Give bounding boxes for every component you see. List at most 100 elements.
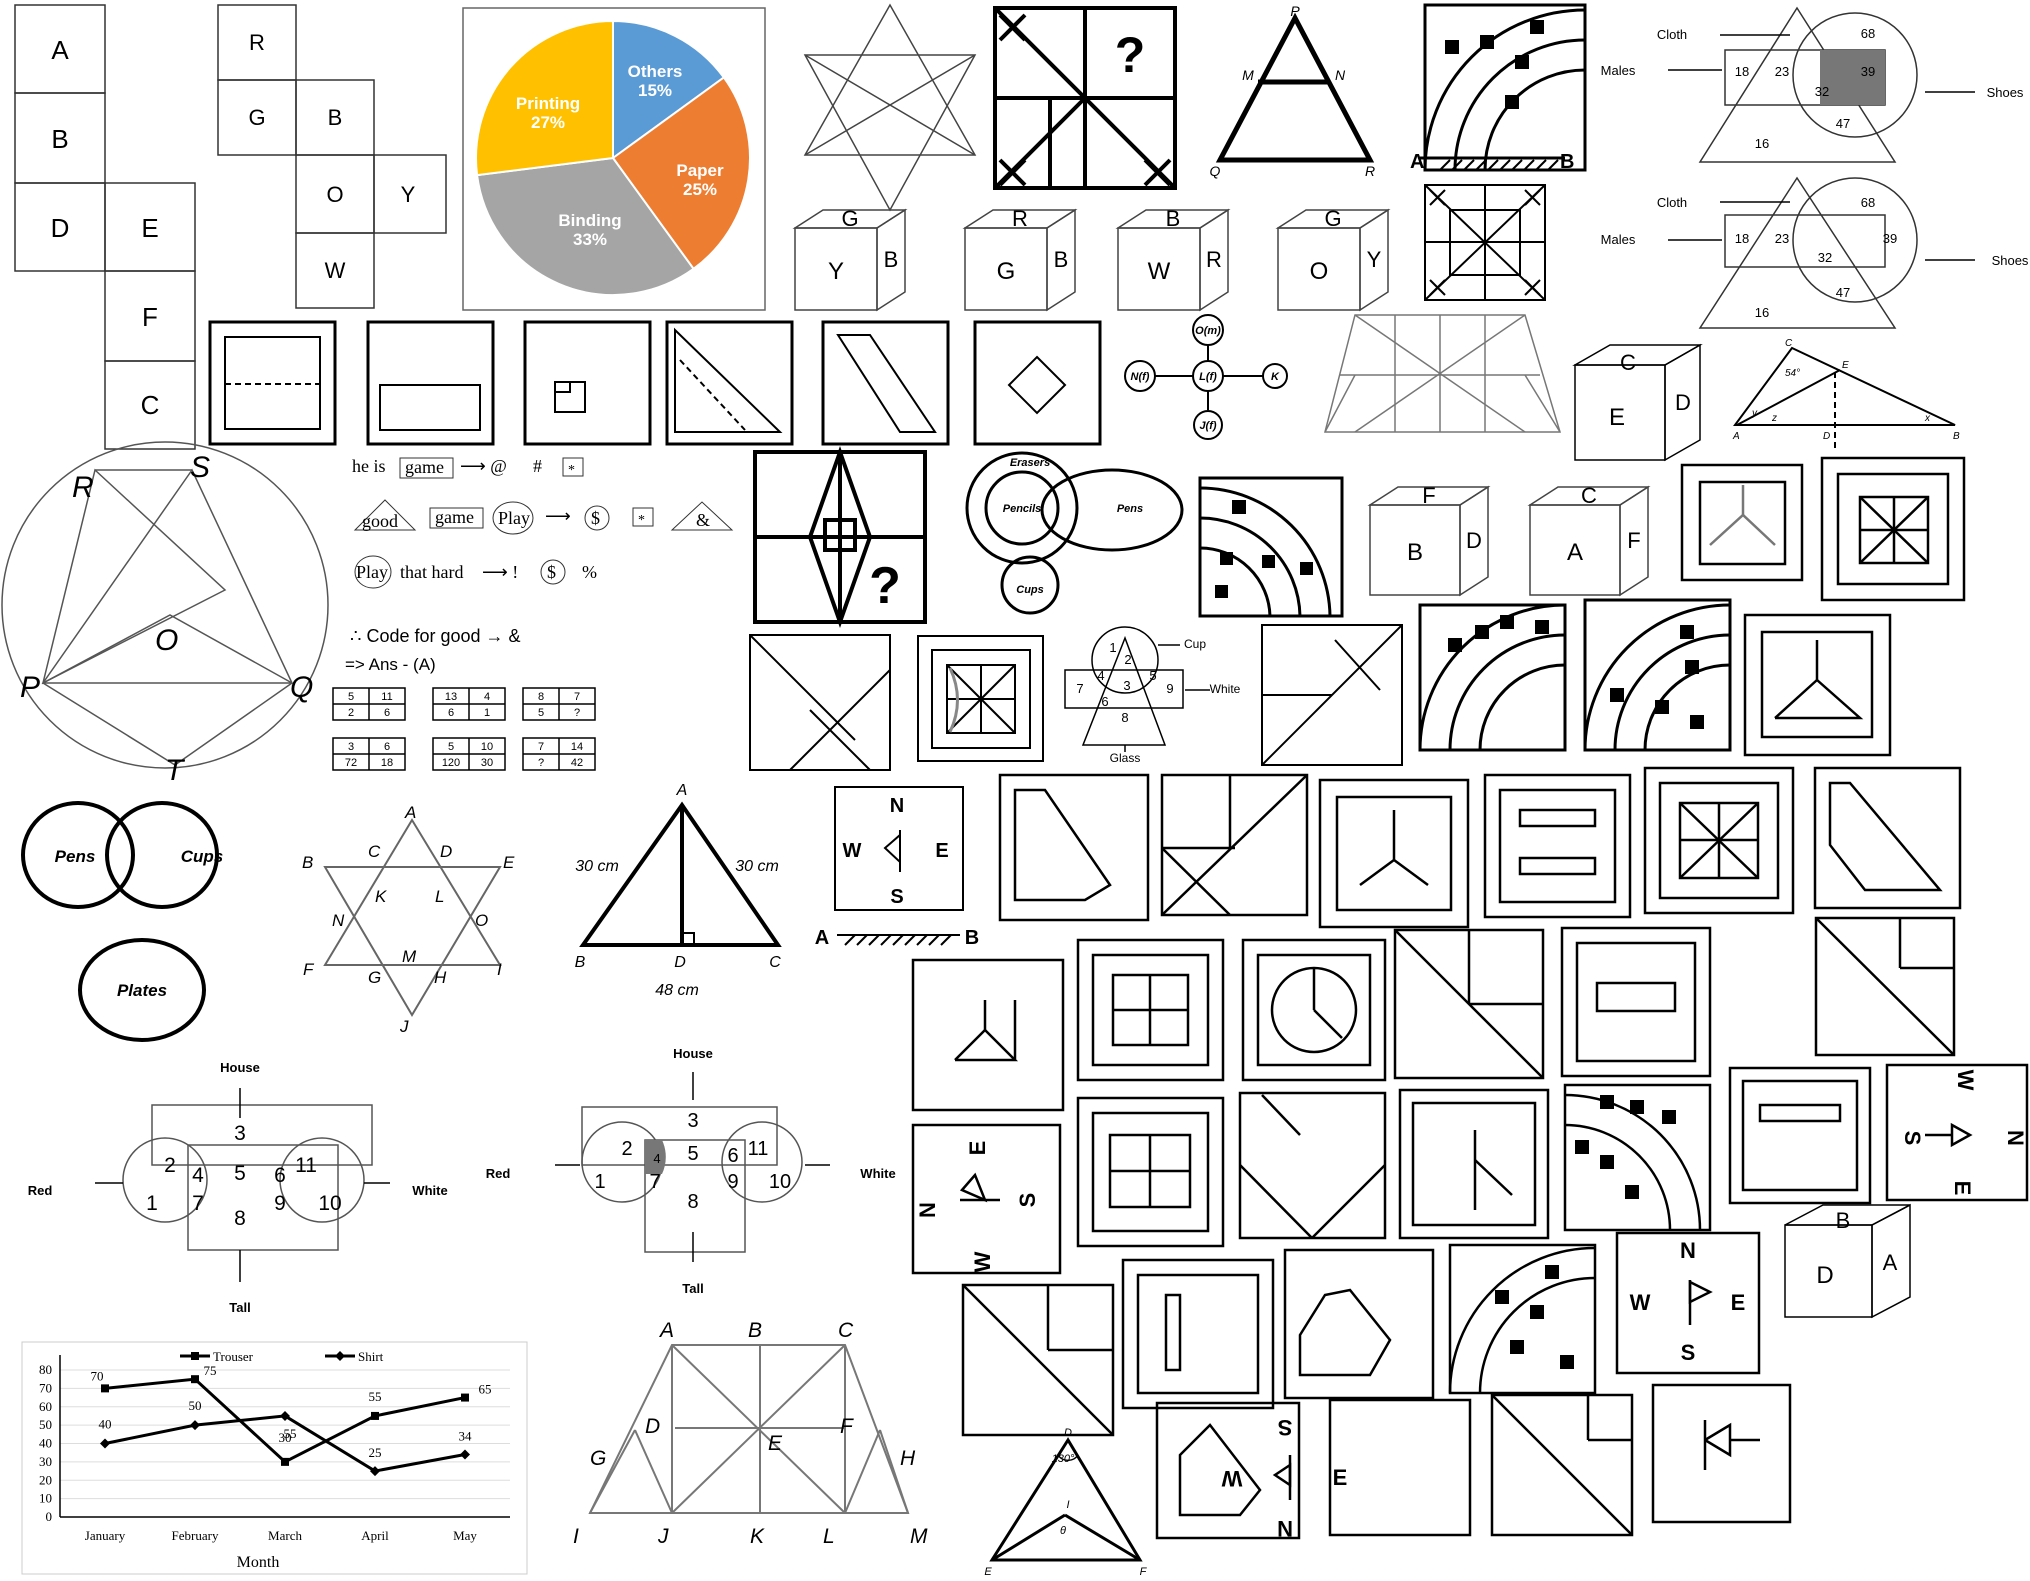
y-tick: 80 [39,1362,52,1377]
label-p: P [1290,3,1300,19]
cup-n4: 4 [1097,668,1104,683]
venn-pens: Pens [55,847,96,866]
trap-a: A [658,1319,674,1342]
house2-house: House [673,1046,713,1061]
geo-t: T [165,754,186,787]
cube-bda-top: B [1836,1208,1851,1233]
venn-plates: Plates [117,981,167,1000]
house1-n5: 5 [234,1162,246,1185]
cube-option-row2-1-top: F [1422,483,1435,508]
venn1-18: 18 [1735,64,1749,79]
cube-option-2-top: R [1012,206,1028,231]
net-b-face-2: G [248,105,265,130]
trap-h: H [900,1447,916,1470]
grid-5-cell-2: 10 [481,741,493,753]
house2-tall: Tall [682,1281,703,1296]
house2-n2: 2 [621,1138,632,1160]
cube-bda [1784,1203,1911,1319]
grid-2-cell-3: 6 [448,707,454,719]
x-tick: January [85,1528,126,1543]
venn2-68: 68 [1861,195,1875,210]
cup-n9: 9 [1166,681,1173,696]
geo-r: R [72,471,94,504]
grid-2-cell-2: 4 [484,691,490,703]
tri-angle: 54° [1785,368,1800,379]
mirror-label-a: A [1410,151,1424,173]
house1-n10: 10 [318,1192,341,1215]
house2-n1: 1 [594,1171,605,1193]
compass2-w: W [970,1251,995,1272]
house1-n11: 11 [295,1154,317,1177]
cube-option-row2-1-front: B [1407,539,1423,566]
cloth-label-2: Cloth [1657,195,1687,210]
males-label-2: Males [1601,232,1636,247]
trap-c: C [838,1319,854,1342]
pie-value-paper: 25% [683,180,717,199]
house1-white: White [412,1183,447,1198]
cube-option-3-side: R [1206,247,1222,272]
cube-ced-top: C [1620,350,1636,375]
compass3-s: S [1900,1131,1925,1146]
pie-label-binding: Binding [558,211,621,230]
star-j: J [399,1017,409,1036]
def-angle: 130° [1052,1453,1075,1465]
grid-6-cell-3: ? [538,757,544,769]
arc-figure-2 [1198,476,1344,618]
def-f: F [1140,1566,1148,1578]
venn2-47: 47 [1836,285,1850,300]
trap-j: J [657,1525,669,1548]
geo-s: S [190,451,210,484]
star-a: A [404,803,416,822]
house2-n11: 11 [748,1138,769,1160]
grid-3-cell-4: ? [574,707,580,719]
house1-n2: 2 [164,1154,176,1177]
star-f: F [303,960,315,979]
venn-cups: Cups [181,847,224,866]
cube-option-4-front: O [1310,258,1329,285]
house2-n10: 10 [769,1171,791,1193]
tri-x: x [1924,413,1931,424]
cube-option-row2-2-front: A [1567,539,1583,566]
venn2-32: 32 [1818,250,1832,265]
family-tree [1124,314,1288,440]
iso-a: A [676,782,688,799]
code-line3-dollar: $ [547,562,556,582]
pie-slice-binding [475,156,695,296]
point-trouser [371,1411,379,1420]
line-chart-frame [21,1341,528,1575]
y-tick: 20 [39,1472,52,1487]
cup-n8: 8 [1121,710,1128,725]
pie-value-printing: 27% [531,113,565,132]
venn1-39: 39 [1861,64,1875,79]
label-m: M [1242,67,1254,83]
cube-option-4-top: G [1324,206,1341,231]
pie-frame [462,7,766,311]
cube-bda-side: A [1883,1250,1898,1275]
family-o: O(m) [1195,325,1221,337]
question-figure-2 [753,445,927,629]
venn1-16: 16 [1755,136,1769,151]
house-puzzle-2 [581,1106,803,1253]
cube-net-a [14,4,196,450]
data-label: 34 [459,1429,473,1444]
triangle-pmnqr [1215,12,1375,163]
code-line2-arrow: ⟶ [545,506,571,526]
cube-ced [1572,343,1703,462]
compass5-e: E [1333,1465,1348,1490]
compass1-n: N [890,795,904,817]
y-tick: 40 [39,1436,52,1451]
compass2-n: N [915,1202,940,1218]
house2-n6: 6 [727,1145,738,1167]
legend-shirt: Shirt [358,1349,384,1364]
figure-grid [911,766,2029,1540]
code-line3-play: Play [356,562,388,582]
compass4-e: E [1731,1290,1746,1315]
point-shirt [370,1466,380,1477]
compass1-b: B [965,927,979,949]
compass2-s: S [1015,1193,1040,1208]
